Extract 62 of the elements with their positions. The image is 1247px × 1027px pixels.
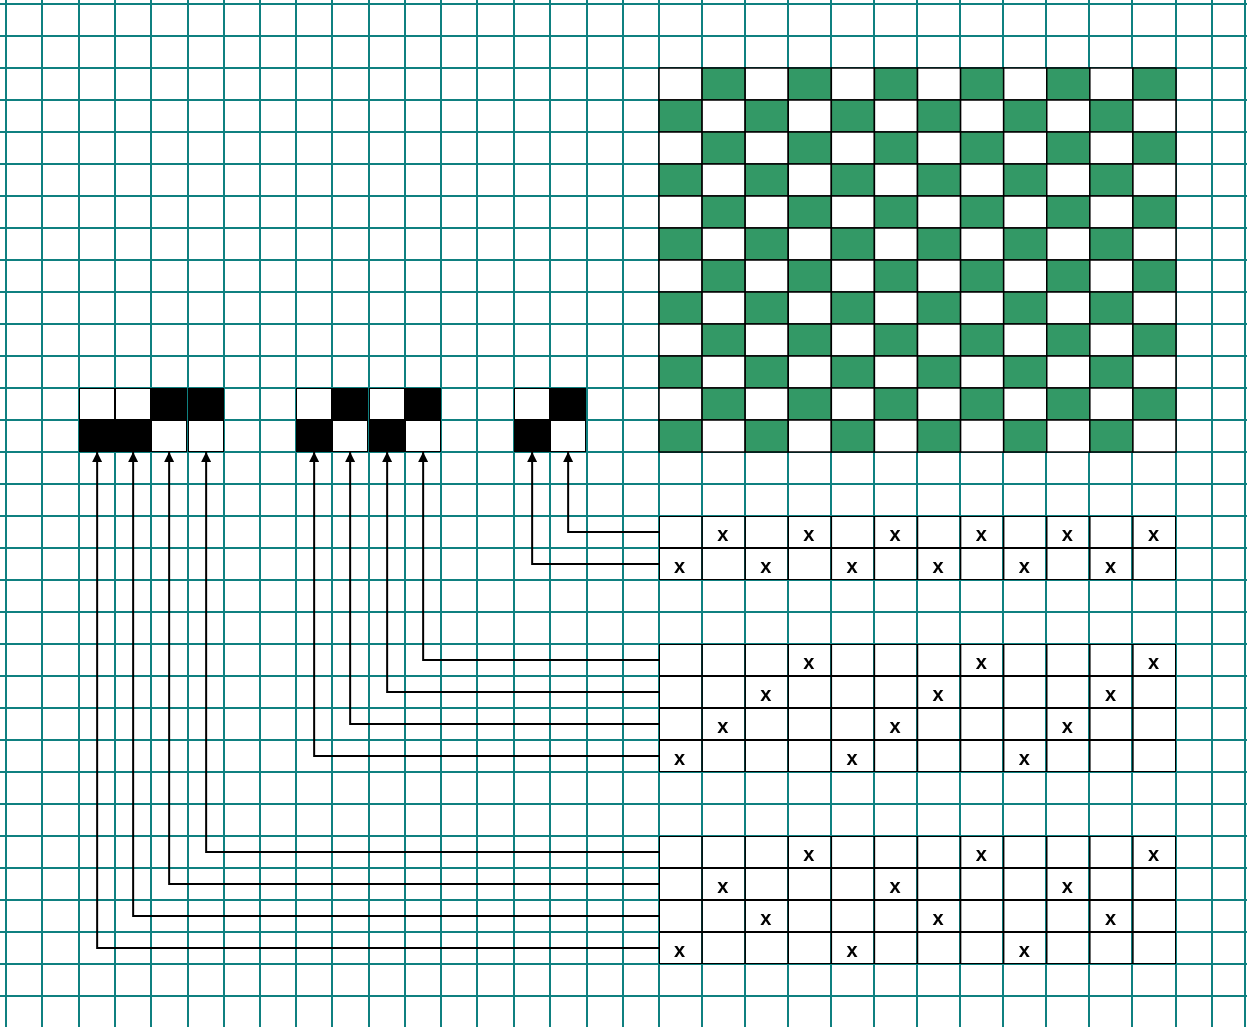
cross-mark: x (674, 555, 686, 576)
cross-mark: x (1104, 555, 1116, 576)
cross-mark: x (1147, 523, 1160, 544)
lift-plan-column (115, 388, 152, 452)
threading-row (659, 644, 1176, 676)
threading-row (659, 516, 1176, 548)
cross-mark: x (674, 747, 686, 768)
cross-mark: x (932, 555, 944, 576)
cross-mark: x (846, 555, 858, 576)
threading-row (659, 548, 1176, 580)
cross-mark: x (1061, 523, 1073, 544)
cross-mark: x (803, 843, 815, 864)
cross-mark: x (975, 651, 987, 672)
lift-plan-column (550, 388, 587, 452)
arrow (418, 451, 660, 661)
cross-mark: x (932, 907, 944, 928)
threading-row (659, 868, 1176, 900)
cross-mark: x (760, 555, 772, 576)
threading-row (659, 932, 1176, 964)
cross-mark: x (975, 523, 987, 544)
cross-mark: x (889, 875, 901, 896)
cross-mark: x (1104, 907, 1116, 928)
arrow (563, 451, 660, 533)
threading-row (659, 836, 1176, 868)
threading-row (659, 900, 1176, 932)
cross-mark: x (760, 683, 772, 704)
cross-mark: x (1018, 555, 1030, 576)
cross-mark: x (717, 875, 729, 896)
cross-mark: x (1018, 747, 1030, 768)
cross-mark: x (889, 523, 901, 544)
lift-plan-column (79, 388, 116, 452)
cross-mark: x (1104, 683, 1116, 704)
cross-mark: x (1018, 939, 1030, 960)
cross-mark: x (674, 939, 686, 960)
cross-mark: x (1147, 651, 1160, 672)
lift-plan-column (296, 388, 333, 452)
cross-mark: x (975, 843, 987, 864)
cross-mark: x (932, 683, 944, 704)
threading-row (659, 740, 1176, 772)
threading-row (659, 708, 1176, 740)
arrow (382, 451, 660, 693)
cross-mark: x (760, 907, 772, 928)
lift-plan-column (188, 388, 225, 452)
cross-mark: x (1147, 843, 1160, 864)
lift-plan-column (405, 388, 442, 452)
cross-mark: x (1061, 715, 1073, 736)
lift-plan-column (369, 388, 406, 452)
arrow (309, 451, 660, 757)
arrow (345, 451, 660, 725)
cross-mark: x (803, 523, 815, 544)
cross-mark: x (717, 715, 729, 736)
cross-mark: x (1061, 875, 1073, 896)
lift-plan-column (514, 388, 551, 452)
cross-mark: x (846, 939, 858, 960)
cross-mark: x (717, 523, 729, 544)
lift-plan-column (151, 388, 188, 452)
cross-mark: x (846, 747, 858, 768)
cross-mark: x (803, 651, 815, 672)
cross-mark: x (889, 715, 901, 736)
threading-row (659, 676, 1176, 708)
arrow (527, 451, 660, 565)
lift-plan-column (332, 388, 369, 452)
